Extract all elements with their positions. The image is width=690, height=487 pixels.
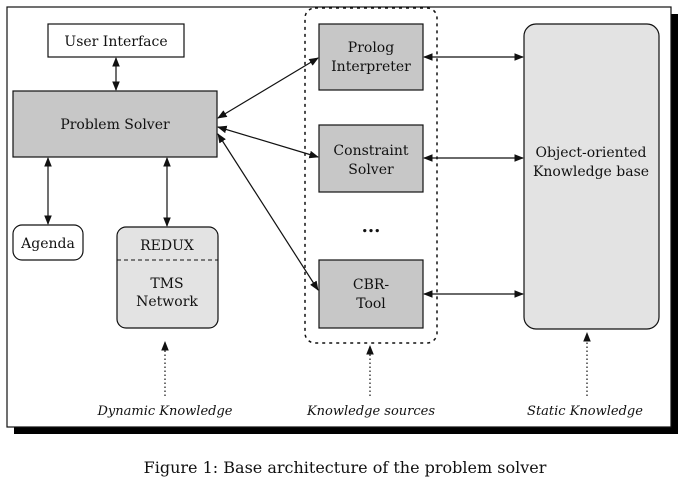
- problem-solver-label: Problem Solver: [60, 117, 170, 133]
- figure-caption: Figure 1: Base architecture of the probl…: [144, 458, 547, 477]
- prolog-label: Prolog: [348, 40, 394, 56]
- user-interface-label: User Interface: [64, 34, 167, 50]
- agenda-box: Agenda: [12, 224, 84, 261]
- knowledge-base-label: Knowledge base: [533, 164, 649, 180]
- constraint-solver-box: Constraint Solver: [318, 124, 424, 193]
- knowledge-base-box: Object-oriented Knowledge base: [523, 23, 660, 330]
- knowledge-sources-label: Knowledge sources: [306, 404, 435, 419]
- connectors: [44, 53, 591, 396]
- solver-label: Solver: [348, 162, 394, 178]
- object-oriented-label: Object-oriented: [535, 145, 646, 161]
- interpreter-label: Interpreter: [331, 59, 411, 75]
- problem-solver-box: Problem Solver: [12, 90, 218, 158]
- agenda-label: Agenda: [20, 236, 75, 252]
- static-knowledge-label: Static Knowledge: [527, 404, 643, 419]
- dynamic-knowledge-label: Dynamic Knowledge: [96, 404, 232, 419]
- network-label: Network: [136, 294, 198, 310]
- constraint-label: Constraint: [333, 143, 409, 159]
- user-interface-box: User Interface: [47, 23, 185, 58]
- tool-label: Tool: [356, 296, 386, 312]
- arrow-solver-cbr: [217, 133, 319, 291]
- tms-network-box: REDUX TMS Network: [116, 226, 219, 329]
- ellipsis: ...: [362, 216, 381, 237]
- cbr-label: CBR-: [353, 277, 390, 293]
- cbr-tool-box: CBR- Tool: [318, 259, 424, 329]
- redux-label: REDUX: [140, 238, 194, 254]
- tms-label: TMS: [150, 276, 183, 292]
- prolog-interpreter-box: Prolog Interpreter: [318, 23, 424, 91]
- arrow-solver-prolog: [217, 57, 319, 119]
